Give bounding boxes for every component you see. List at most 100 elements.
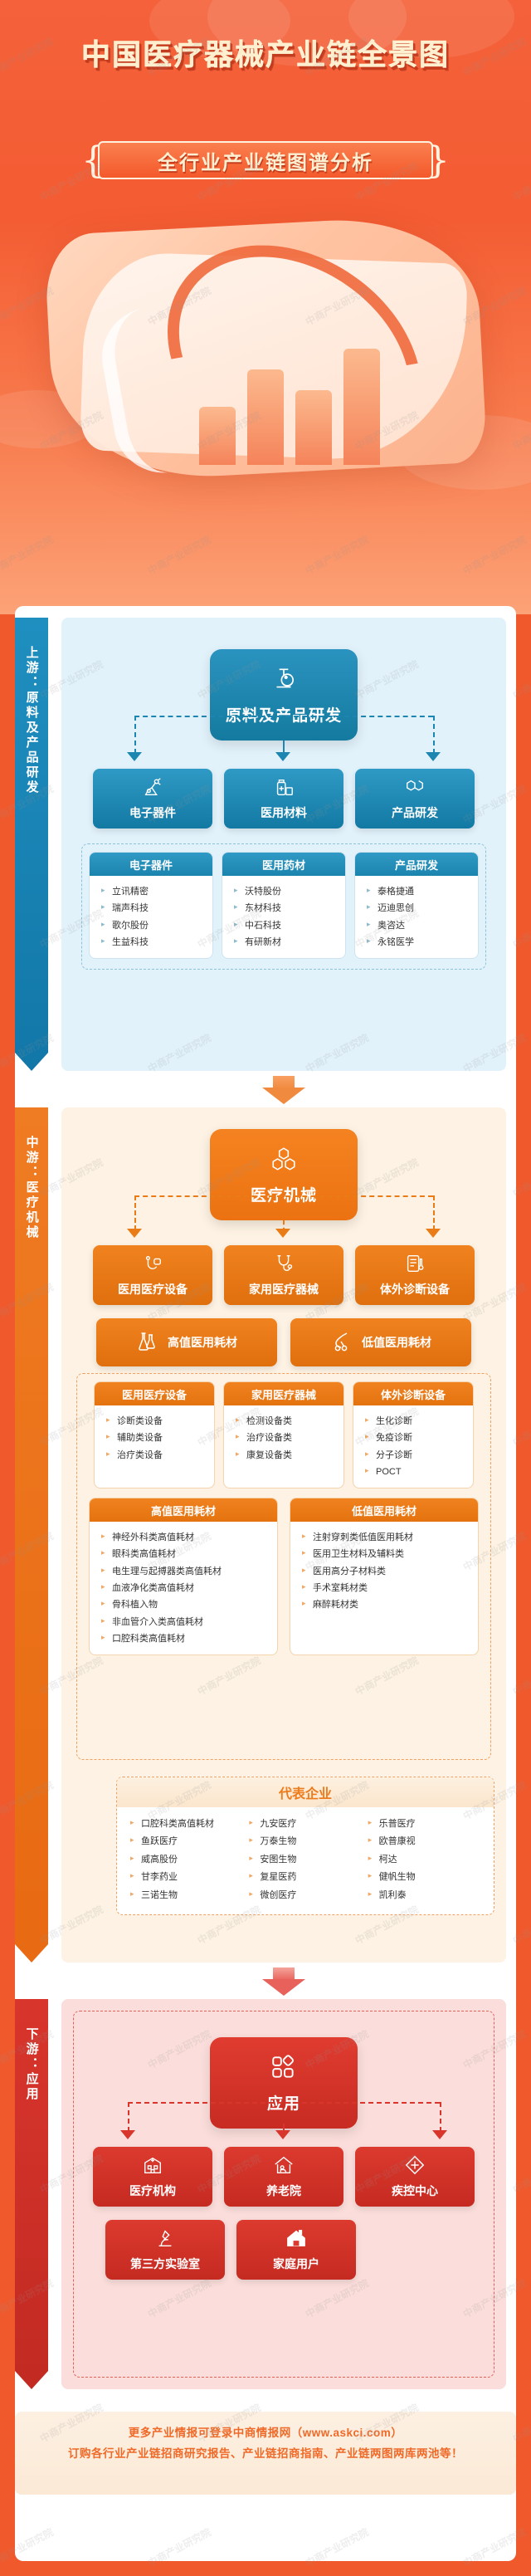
downstream-tile-nursing-home[interactable]: 养老院 — [224, 2147, 343, 2207]
downstream-tile-label: 第三方实验室 — [130, 2257, 200, 2270]
list-item: 口腔科类高值耗材 — [101, 1630, 270, 1647]
cloud-shape — [149, 0, 290, 58]
cross-diamond-icon — [404, 2154, 426, 2178]
upstream-detail-frame — [81, 843, 486, 970]
upstream-hub[interactable]: 原料及产品研发 — [210, 649, 358, 741]
chart-bar — [247, 369, 284, 465]
downstream-hub[interactable]: 应用 — [210, 2037, 358, 2129]
flasks-icon — [136, 1330, 159, 1356]
upstream-tile-medical-materials[interactable]: 医用材料 — [224, 769, 343, 829]
midstream-tile-label: 家用医疗器械 — [249, 1283, 319, 1296]
companies-title: 代表企业 — [117, 1777, 494, 1807]
card-title: 高值医用耗材 — [90, 1498, 277, 1522]
card-list: 泰格捷通 迈迪思创 奥咨达 永铭医学 — [355, 876, 478, 958]
midstream-tile-home-devices[interactable]: 家用医疗器械 — [224, 1245, 343, 1305]
stage-label-downstream: 下游：应用 — [15, 1999, 48, 2389]
list-item: 生益科技 — [101, 934, 206, 951]
list-item: 复星医药 — [249, 1869, 361, 1886]
subtitle-text: 全行业产业链图谱分析 — [158, 151, 373, 174]
list-item: 欧普康视 — [368, 1833, 480, 1850]
cubes-icon — [270, 1145, 298, 1178]
list-item: 检测设备类 — [236, 1413, 337, 1430]
list-item: 万泰生物 — [249, 1833, 361, 1850]
list-item: 凯利泰 — [368, 1887, 480, 1904]
list-item: 血液净化类高值耗材 — [101, 1580, 270, 1596]
midstream-card-ivd: 体外诊断设备 生化诊断 免疫诊断 分子诊断 POCT — [353, 1381, 474, 1489]
stage-label-midstream-text: 中游：医疗机械 — [24, 1136, 39, 1240]
stage-label-upstream: 上游：原料及产品研发 — [15, 618, 48, 1071]
downstream-tile-third-party-lab[interactable]: 第三方实验室 — [105, 2220, 225, 2280]
midstream-card-high-value: 高值医用耗材 神经外科类高值耗材 眼科类高值耗材 电生理与起搏器类高值耗材 血液… — [89, 1498, 278, 1656]
stage-label-upstream-text: 上游：原料及产品研发 — [24, 646, 39, 795]
downstream-tile-label: 疾控中心 — [392, 2184, 438, 2197]
list-item: 非血管介入类高值耗材 — [101, 1614, 270, 1630]
list-item: 柯达 — [368, 1851, 480, 1869]
list-item: 迈迪思创 — [367, 900, 471, 917]
list-item: 麻醉耗材类 — [302, 1596, 471, 1613]
midstream-consumable-cards: 高值医用耗材 神经外科类高值耗材 眼科类高值耗材 电生理与起搏器类高值耗材 血液… — [61, 1498, 506, 1656]
midstream-tile-high-value-consumables[interactable]: 高值医用耗材 — [96, 1318, 277, 1366]
card-title: 低值医用耗材 — [290, 1498, 478, 1522]
midstream-card-home-devices: 家用医疗器械 检测设备类 治疗设备类 康复设备类 — [223, 1381, 344, 1489]
card-title: 医用医疗设备 — [95, 1382, 214, 1405]
card-title: 电子器件 — [90, 853, 212, 876]
page-title: 中国医疗器械产业链全景图 — [80, 39, 450, 72]
downstream-tile-cdc[interactable]: 疾控中心 — [355, 2147, 475, 2207]
upstream-tile-electronic-components[interactable]: 电子器件 — [93, 769, 212, 829]
downstream-tile-label: 养老院 — [266, 2184, 301, 2197]
list-item: 甘李药业 — [130, 1869, 242, 1886]
midstream-card-medical-equipment: 医用医疗设备 诊断类设备 辅助类设备 治疗类设备 — [94, 1381, 215, 1489]
midstream-tile-low-value-consumables[interactable]: 低值医用耗材 — [290, 1318, 471, 1366]
hero-illustration — [33, 197, 498, 540]
midstream-tile-medical-equipment[interactable]: 医用医疗设备 — [93, 1245, 212, 1305]
medicine-bottle-icon — [273, 776, 295, 800]
report-thermometer-icon — [404, 1253, 426, 1277]
midstream-tile-label: 医用医疗设备 — [118, 1283, 188, 1296]
downstream-tile-medical-institutions[interactable]: 医疗机构 — [93, 2147, 212, 2207]
upstream-hub-label: 原料及产品研发 — [225, 706, 342, 725]
scissors-icon — [330, 1330, 353, 1356]
list-item: 手术室耗材类 — [302, 1580, 471, 1596]
companies-column-2: 九安医疗 万泰生物 安图生物 复星医药 微创医疗 — [249, 1816, 361, 1904]
downstream-hub-label: 应用 — [266, 2095, 300, 2113]
microscope-icon — [154, 2227, 176, 2251]
midstream-tile-ivd[interactable]: 体外诊断设备 — [355, 1245, 475, 1305]
list-item: 治疗类设备 — [106, 1447, 207, 1464]
card-title: 医用药材 — [222, 853, 345, 876]
upstream-tile-product-rd[interactable]: 产品研发 — [355, 769, 475, 829]
midstream-detail-frame — [76, 1373, 491, 1760]
upstream-tiles: 电子器件 医用材料 产品研发 — [61, 769, 506, 829]
upstream-card-product-rd: 产品研发 泰格捷通 迈迪思创 奥咨达 永铭医学 — [354, 852, 479, 960]
list-item: 泰格捷通 — [367, 883, 471, 900]
card-title: 产品研发 — [355, 853, 478, 876]
midstream-detail-cards: 医用医疗设备 诊断类设备 辅助类设备 治疗类设备 家用医疗器械 检测设备类 治疗… — [61, 1381, 506, 1489]
stethoscope-device-icon — [142, 1253, 163, 1277]
footer-line-2: 订购各行业产业链招商研究报告、产业链招商指南、产业链两图两库两池等！ — [68, 2446, 463, 2460]
list-item: 威高股份 — [130, 1851, 242, 1869]
list-item: 永铭医学 — [367, 934, 471, 951]
card-list: 诊断类设备 辅助类设备 治疗类设备 — [95, 1405, 214, 1471]
representative-companies: 代表企业 口腔科类高值耗材 鱼跃医疗 威高股份 甘李药业 三诺生物 九安医疗 万… — [116, 1777, 494, 1916]
downstream-tile-household-users[interactable]: 家庭用户 — [236, 2220, 356, 2280]
upstream-tile-label: 医用材料 — [261, 806, 307, 819]
hero-banner: 中国医疗器械产业链全景图 { } 全行业产业链图谱分析 — [0, 0, 531, 614]
chart-bar — [295, 390, 332, 465]
list-item: 免疫诊断 — [365, 1430, 466, 1446]
card-title: 体外诊断设备 — [353, 1382, 473, 1405]
midstream-hub[interactable]: 医疗机械 — [210, 1129, 358, 1220]
list-item: 有研新材 — [234, 934, 339, 951]
companies-column-3: 乐普医疗 欧普康视 柯达 健帆生物 凯利泰 — [368, 1816, 480, 1904]
chain-panel: 上游：原料及产品研发 原料及产品研发 — [15, 606, 516, 2561]
midstream-hub-label: 医疗机械 — [250, 1186, 317, 1205]
list-item: 立讯精密 — [101, 883, 206, 900]
house-icon — [285, 2227, 307, 2251]
list-item: 眼科类高值耗材 — [101, 1546, 270, 1562]
list-item: 乐普医疗 — [368, 1816, 480, 1833]
midstream-section: 医疗机械 医用医疗设备 — [61, 1107, 506, 1963]
list-item: 口腔科类高值耗材 — [130, 1816, 242, 1833]
stethoscope-icon — [273, 1253, 295, 1277]
list-item: 奥咨达 — [367, 917, 471, 934]
list-item: 三诺生物 — [130, 1887, 242, 1904]
midstream-tiles: 医用医疗设备 家用医疗器械 体外诊断设备 — [61, 1245, 506, 1305]
card-list: 神经外科类高值耗材 眼科类高值耗材 电生理与起搏器类高值耗材 血液净化类高值耗材… — [90, 1522, 277, 1655]
